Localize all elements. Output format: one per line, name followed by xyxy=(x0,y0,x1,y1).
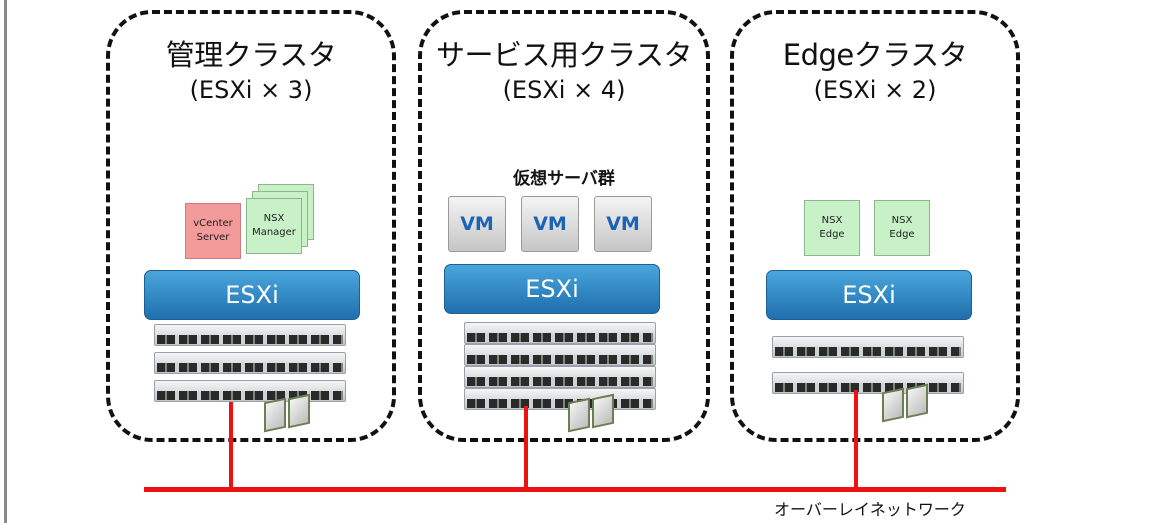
management-cluster: 管理クラスタ (ESXi × 3) NSX Manager vCenter Se… xyxy=(106,10,396,442)
service-cluster: サービス用クラスタ (ESXi × 4) 仮想サーバ群 VM VM VM ESX… xyxy=(418,10,710,442)
server xyxy=(154,380,346,402)
vm-box: VM xyxy=(594,196,652,252)
vm-group-label: 仮想サーバ群 xyxy=(513,169,615,189)
network-drop xyxy=(854,390,858,490)
vm-box: VM xyxy=(521,196,579,252)
left-border xyxy=(4,0,7,523)
network-drop xyxy=(524,406,528,490)
esxi-bar: ESXi xyxy=(144,270,360,320)
server-panel xyxy=(264,397,286,433)
cluster-title: サービス用クラスタ xyxy=(436,38,692,72)
nsx-edge-vm: NSX Edge xyxy=(804,200,860,256)
server-panel xyxy=(906,383,928,419)
overlay-network-label: オーバーレイネットワーク xyxy=(774,500,966,519)
server xyxy=(154,324,346,346)
cluster-title: 管理クラスタ xyxy=(165,38,337,72)
esxi-bar: ESXi xyxy=(766,270,972,320)
server xyxy=(464,388,656,410)
overlay-network-line xyxy=(144,487,1006,492)
edge-cluster: Edgeクラスタ (ESXi × 2) NSX Edge NSX Edge ES… xyxy=(730,10,1020,442)
server xyxy=(464,322,656,344)
server xyxy=(464,344,656,366)
nsx-manager-vm: NSX Manager xyxy=(246,198,302,254)
nsx-edge-vm: NSX Edge xyxy=(874,200,930,256)
server-panel xyxy=(568,397,590,433)
server-panel xyxy=(592,393,614,429)
cluster-subtitle: (ESXi × 2) xyxy=(813,76,937,104)
cluster-subtitle: (ESXi × 4) xyxy=(502,76,626,104)
esxi-bar: ESXi xyxy=(444,264,660,314)
server-panel xyxy=(288,393,310,429)
cluster-subtitle: (ESXi × 3) xyxy=(189,76,313,104)
vm-box: VM xyxy=(448,196,506,252)
vcenter-server-vm: vCenter Server xyxy=(185,203,241,259)
cluster-title: Edgeクラスタ xyxy=(782,38,968,72)
network-drop xyxy=(229,402,233,490)
server xyxy=(772,336,964,358)
server-panel xyxy=(882,387,904,423)
server xyxy=(772,372,964,394)
server xyxy=(464,366,656,388)
server xyxy=(154,352,346,374)
